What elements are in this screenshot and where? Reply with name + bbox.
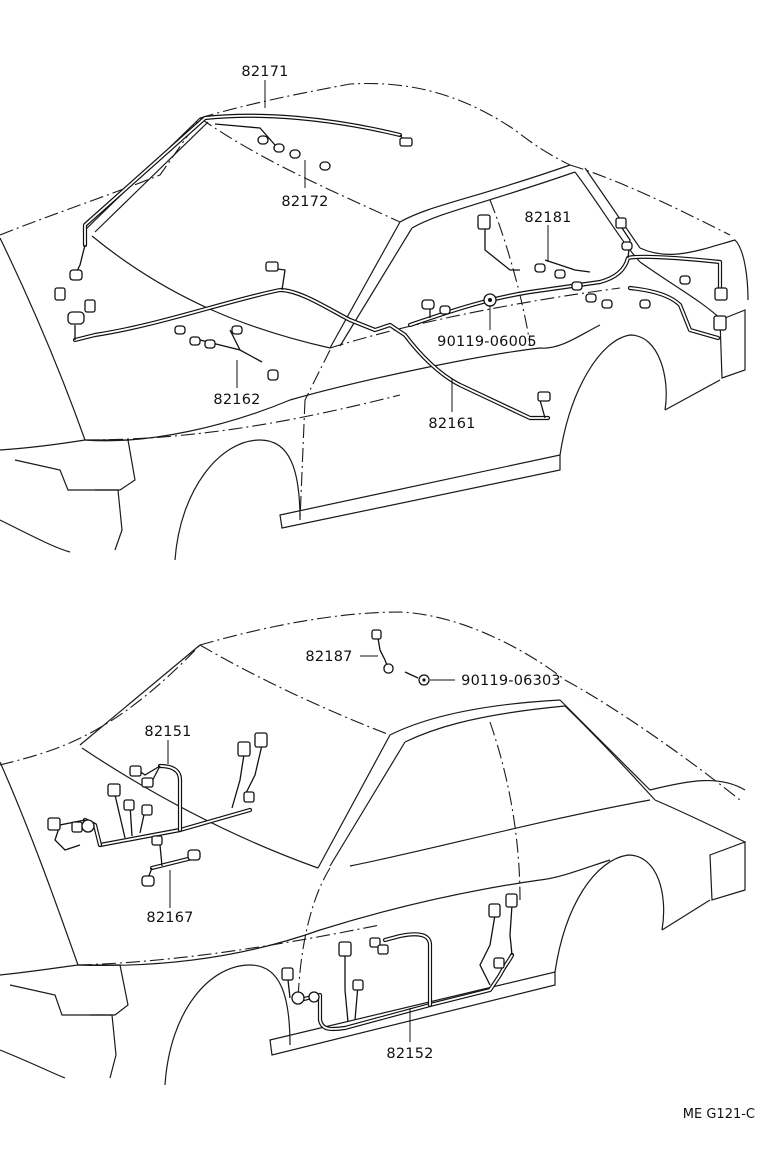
top-car-body <box>0 82 749 561</box>
part-82172-label: 82172 <box>281 194 328 210</box>
top-leaders <box>236 80 549 412</box>
part-82151-label: 82151 <box>144 724 191 740</box>
harness-82167 <box>141 835 201 887</box>
part-82162-label: 82162 <box>213 392 260 408</box>
bottom-car-body <box>0 611 746 1086</box>
drawing-reference: ME G121-C <box>683 1107 755 1122</box>
part-82171-label: 82171 <box>241 64 288 80</box>
part-90119-06005-label: 90119-06005 <box>437 334 537 350</box>
harness-82152 <box>281 893 518 1032</box>
harness-82171 <box>54 113 413 313</box>
part-82187-label: 82187 <box>305 649 352 665</box>
harness-82187 <box>371 629 430 686</box>
part-82167-label: 82167 <box>146 910 193 926</box>
harness-82181 <box>407 214 728 341</box>
harness-82151 <box>47 732 268 851</box>
part-82161-label: 82161 <box>428 416 475 432</box>
harness-82161-82162 <box>67 261 551 421</box>
part-90119-06303-label: 90119-06303 <box>461 673 561 689</box>
part-82152-label: 82152 <box>386 1046 433 1062</box>
part-82181-label: 82181 <box>524 210 571 226</box>
bottom-leaders <box>167 655 455 1042</box>
